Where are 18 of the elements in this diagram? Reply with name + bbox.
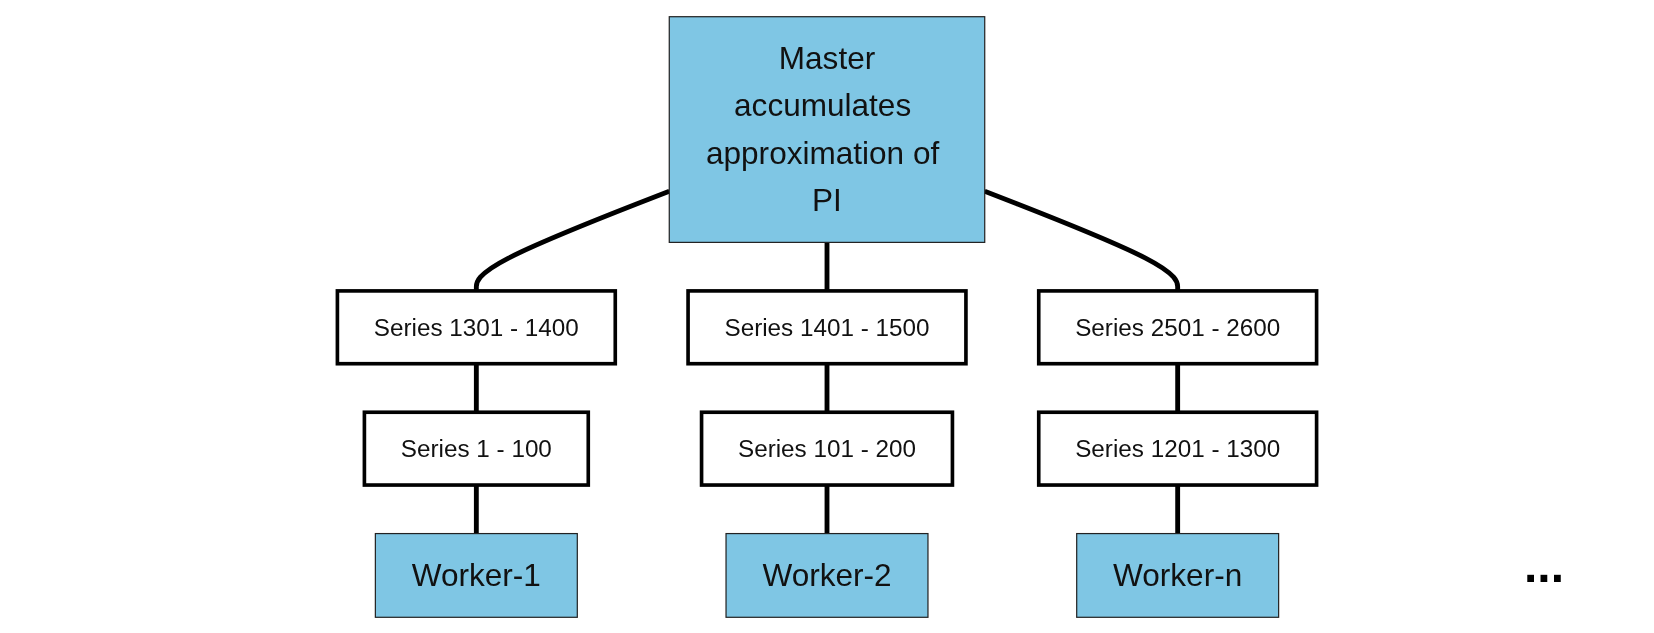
node-box: Worker-n (1076, 532, 1280, 618)
connector (473, 363, 479, 412)
node-box: Master accumulates approximation of PI (668, 15, 986, 243)
node-box: Series 101 - 200 (699, 409, 955, 487)
node-box: Worker-2 (725, 532, 929, 618)
node-box: Series 1201 - 1300 (1036, 409, 1319, 487)
connector (1175, 363, 1181, 412)
ellipsis-label: ... (1524, 538, 1564, 593)
node-box: Series 2501 - 2600 (1036, 288, 1319, 366)
node-box: Series 1401 - 1500 (686, 288, 968, 366)
node-box: Worker-1 (374, 532, 578, 618)
node-box: Series 1 - 100 (362, 409, 591, 487)
node-box: Series 1301 - 1400 (335, 288, 618, 366)
connector (824, 363, 830, 412)
connector (473, 484, 479, 534)
connector (824, 241, 830, 291)
connector (1175, 484, 1181, 534)
connector (824, 484, 830, 534)
